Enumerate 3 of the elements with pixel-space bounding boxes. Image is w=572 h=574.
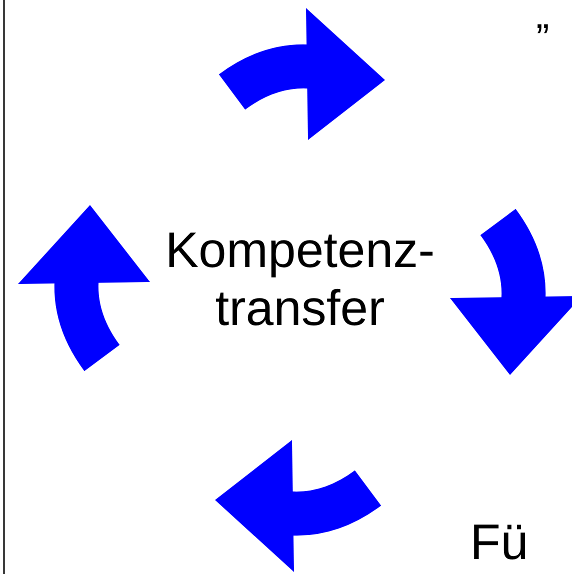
quote-mark: „ bbox=[536, 0, 550, 38]
center-label: Kompetenz- transfer bbox=[164, 222, 436, 337]
cut-off-label: Fü bbox=[470, 514, 530, 572]
